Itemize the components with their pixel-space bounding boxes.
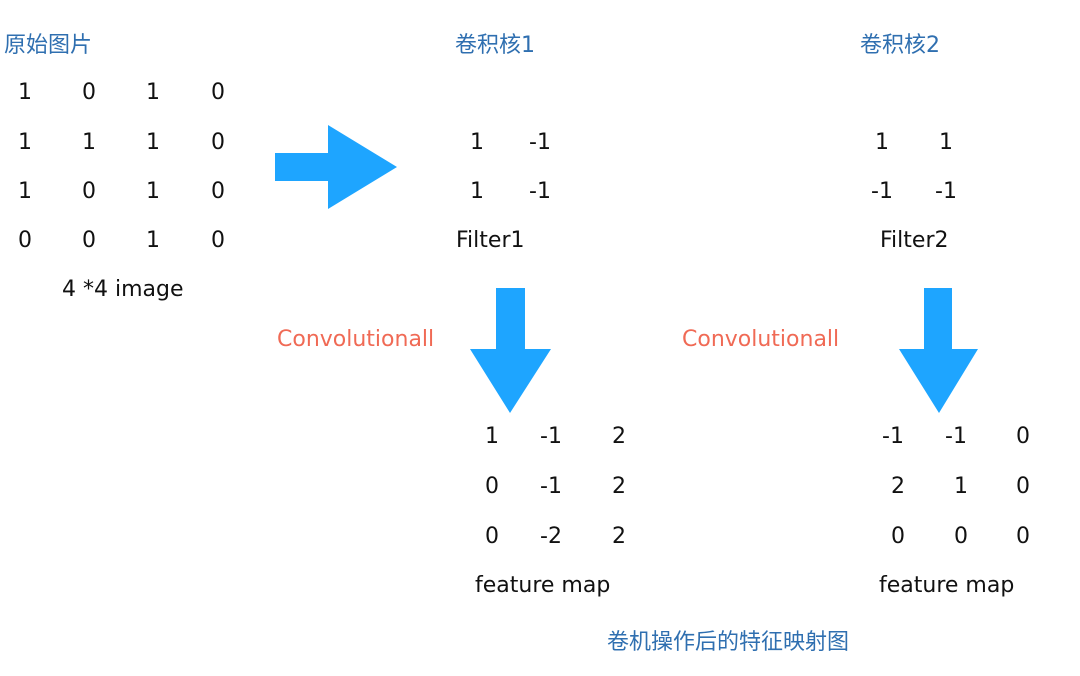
source-cell: 1 <box>146 80 160 105</box>
source-cell: 0 <box>82 80 96 105</box>
source-cell: 0 <box>211 228 225 253</box>
source-caption: 4 *4 image <box>62 277 184 302</box>
source-cell: 1 <box>18 80 32 105</box>
kernel1-cell: 1 <box>470 179 484 204</box>
feature-map-1-cell: 2 <box>612 424 626 449</box>
right-arrow-icon <box>275 125 397 209</box>
down-arrow-icon <box>470 288 551 413</box>
source-cell: 1 <box>146 228 160 253</box>
feature-map-1-cell: -1 <box>540 474 562 499</box>
source-cell: 1 <box>146 130 160 155</box>
source-cell: 1 <box>146 179 160 204</box>
convolution-label-1: Convolutionall <box>277 327 435 352</box>
feature-map-2-caption: feature map <box>879 573 1015 598</box>
source-image-heading: 原始图片 <box>4 33 93 58</box>
kernel1-cell: 1 <box>470 130 484 155</box>
convolution-label-2: Convolutionall <box>682 327 840 352</box>
source-cell: 0 <box>211 80 225 105</box>
kernel1-heading: 卷积核1 <box>455 33 535 58</box>
kernel2-cell: -1 <box>871 179 893 204</box>
feature-map-1-cell: 2 <box>612 474 626 499</box>
source-cell: 1 <box>18 130 32 155</box>
feature-map-2-cell: 0 <box>1016 424 1030 449</box>
source-cell: 0 <box>82 179 96 204</box>
kernel1-caption: Filter1 <box>456 228 525 253</box>
feature-map-1-cell: 0 <box>485 474 499 499</box>
source-cell: 0 <box>211 179 225 204</box>
feature-map-2-cell: 0 <box>891 524 905 549</box>
source-cell: 0 <box>18 228 32 253</box>
footer-caption: 卷机操作后的特征映射图 <box>607 630 850 655</box>
kernel2-heading: 卷积核2 <box>860 33 940 58</box>
source-cell: 1 <box>82 130 96 155</box>
feature-map-2-cell: 0 <box>954 524 968 549</box>
feature-map-2-cell: -1 <box>945 424 967 449</box>
feature-map-2-cell: -1 <box>882 424 904 449</box>
source-cell: 0 <box>82 228 96 253</box>
feature-map-1-cell: 1 <box>485 424 499 449</box>
feature-map-2-cell: 2 <box>891 474 905 499</box>
feature-map-1-cell: -2 <box>540 524 562 549</box>
kernel2-cell: -1 <box>935 179 957 204</box>
down-arrow-icon <box>899 288 978 413</box>
feature-map-2-cell: 0 <box>1016 474 1030 499</box>
kernel1-cell: -1 <box>529 130 551 155</box>
kernel2-cell: 1 <box>875 130 889 155</box>
source-cell: 0 <box>211 130 225 155</box>
kernel1-cell: -1 <box>529 179 551 204</box>
source-cell: 1 <box>18 179 32 204</box>
feature-map-2-cell: 1 <box>954 474 968 499</box>
feature-map-1-cell: 2 <box>612 524 626 549</box>
kernel2-caption: Filter2 <box>880 228 949 253</box>
feature-map-2-cell: 0 <box>1016 524 1030 549</box>
feature-map-1-caption: feature map <box>475 573 611 598</box>
feature-map-1-cell: -1 <box>540 424 562 449</box>
kernel2-cell: 1 <box>939 130 953 155</box>
feature-map-1-cell: 0 <box>485 524 499 549</box>
